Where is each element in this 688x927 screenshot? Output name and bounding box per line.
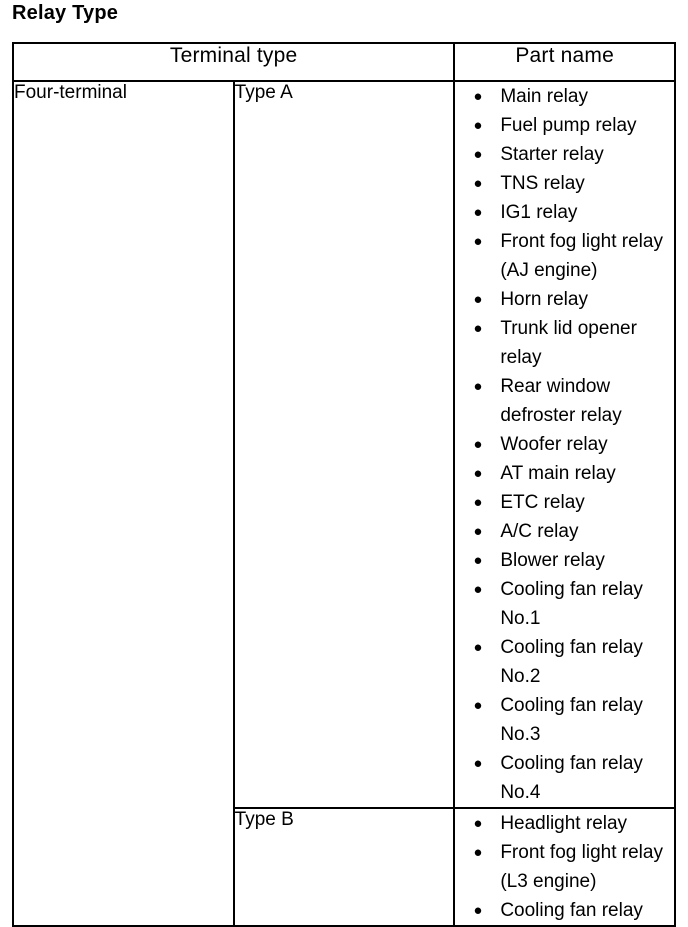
bullet-icon: ● [473, 902, 483, 919]
part-name-label: Starter relay [500, 144, 604, 165]
part-name-label: Front fog light relay [500, 231, 663, 252]
bullet-icon: ● [473, 233, 483, 250]
bullet-icon: ● [473, 552, 483, 569]
part-name-continuation: (L3 engine) [500, 871, 597, 892]
bullet-icon: ● [473, 378, 483, 395]
bullet-icon: ● [473, 320, 483, 337]
part-name-label: Cooling fan relay No.4 [500, 753, 643, 803]
list-item: ● IG1 relay [455, 198, 674, 227]
bullet-icon: ● [473, 815, 483, 832]
part-name-label: Cooling fan relay No.1 [500, 579, 643, 629]
part-name-label: AT main relay [500, 463, 616, 484]
part-name-label: Cooling fan relay [500, 900, 643, 921]
part-name-label: Woofer relay [500, 434, 608, 455]
bullet-icon: ● [473, 581, 483, 598]
list-item: ● Trunk lid opener relay [455, 314, 674, 372]
bullet-icon: ● [473, 465, 483, 482]
part-name-label: Rear window [500, 376, 611, 397]
part-name-label: Headlight relay [500, 813, 628, 834]
bullet-icon: ● [473, 436, 483, 453]
part-name-label: Fuel pump relay [500, 115, 637, 136]
bullet-icon: ● [473, 639, 483, 656]
list-item: ● A/C relay [455, 517, 674, 546]
part-name-label: Front fog light relay [500, 842, 663, 863]
table-header-row: Terminal type Part name [11, 42, 676, 82]
part-name-continuation: defroster relay [500, 405, 622, 426]
bullet-icon: ● [473, 117, 483, 134]
list-item: ● Main relay [455, 82, 674, 111]
list-item: ● Front fog light relay (L3 engine) [455, 838, 674, 896]
list-item: ● Cooling fan relay No.1 [455, 575, 674, 633]
column-header-terminal-type: Terminal type [11, 42, 456, 82]
bullet-icon: ● [473, 175, 483, 192]
relay-type-cell: Type B [232, 807, 456, 927]
column-header-part-name: Part name [453, 42, 676, 82]
part-name-label: Cooling fan relay No.3 [500, 695, 643, 745]
list-item: ● TNS relay [455, 169, 674, 198]
terminal-type-cell: Four-terminal [12, 80, 235, 927]
list-item: ● Headlight relay [455, 809, 674, 838]
part-name-label: A/C relay [500, 521, 579, 542]
part-name-label: Trunk lid opener relay [500, 318, 637, 368]
list-item: ● AT main relay [455, 459, 674, 488]
part-name-list: ● Main relay ● Fuel pump relay ● Starter rela… [455, 82, 674, 807]
bullet-icon: ● [473, 204, 483, 221]
part-name-label: Blower relay [500, 550, 605, 571]
bullet-icon: ● [473, 697, 483, 714]
part-name-label: Cooling fan relay No.2 [500, 637, 643, 687]
bullet-icon: ● [473, 88, 483, 105]
list-item: ● Blower relay [455, 546, 674, 575]
list-item: ● Cooling fan relay No.3 [455, 691, 674, 749]
list-item: ● Cooling fan relay [455, 896, 674, 925]
part-name-label: ETC relay [500, 492, 585, 513]
bullet-icon: ● [473, 146, 483, 163]
page-title: Relay Type [12, 2, 119, 24]
bullet-icon: ● [473, 523, 483, 540]
list-item: ● ETC relay [455, 488, 674, 517]
bullet-icon: ● [473, 291, 483, 308]
list-item: ● Woofer relay [455, 430, 674, 459]
bullet-icon: ● [473, 494, 483, 511]
part-name-cell: ● Main relay ● Fuel pump relay ● Starter rela… [453, 80, 676, 809]
part-name-label: TNS relay [500, 173, 585, 194]
list-item: ● Starter relay [455, 140, 674, 169]
part-name-continuation: (AJ engine) [500, 260, 598, 281]
list-item: ● Front fog light relay (AJ engine) [455, 227, 674, 285]
list-item: ● Fuel pump relay [455, 111, 674, 140]
relay-type-cell: Type A [232, 80, 456, 809]
part-name-label: Main relay [500, 86, 588, 107]
list-item: ● Rear window defroster relay [455, 372, 674, 430]
list-item: ● Cooling fan relay No.2 [455, 633, 674, 691]
part-name-label: IG1 relay [500, 202, 578, 223]
bullet-icon: ● [473, 755, 483, 772]
list-item: ● Cooling fan relay No.4 [455, 749, 674, 807]
part-name-label: Horn relay [500, 289, 588, 310]
bullet-icon: ● [473, 844, 483, 861]
list-item: ● Horn relay [455, 285, 674, 314]
part-name-cell: ● Headlight relay ● Front fog light relay (L… [453, 807, 676, 927]
part-name-list: ● Headlight relay ● Front fog light relay (L… [455, 809, 674, 925]
